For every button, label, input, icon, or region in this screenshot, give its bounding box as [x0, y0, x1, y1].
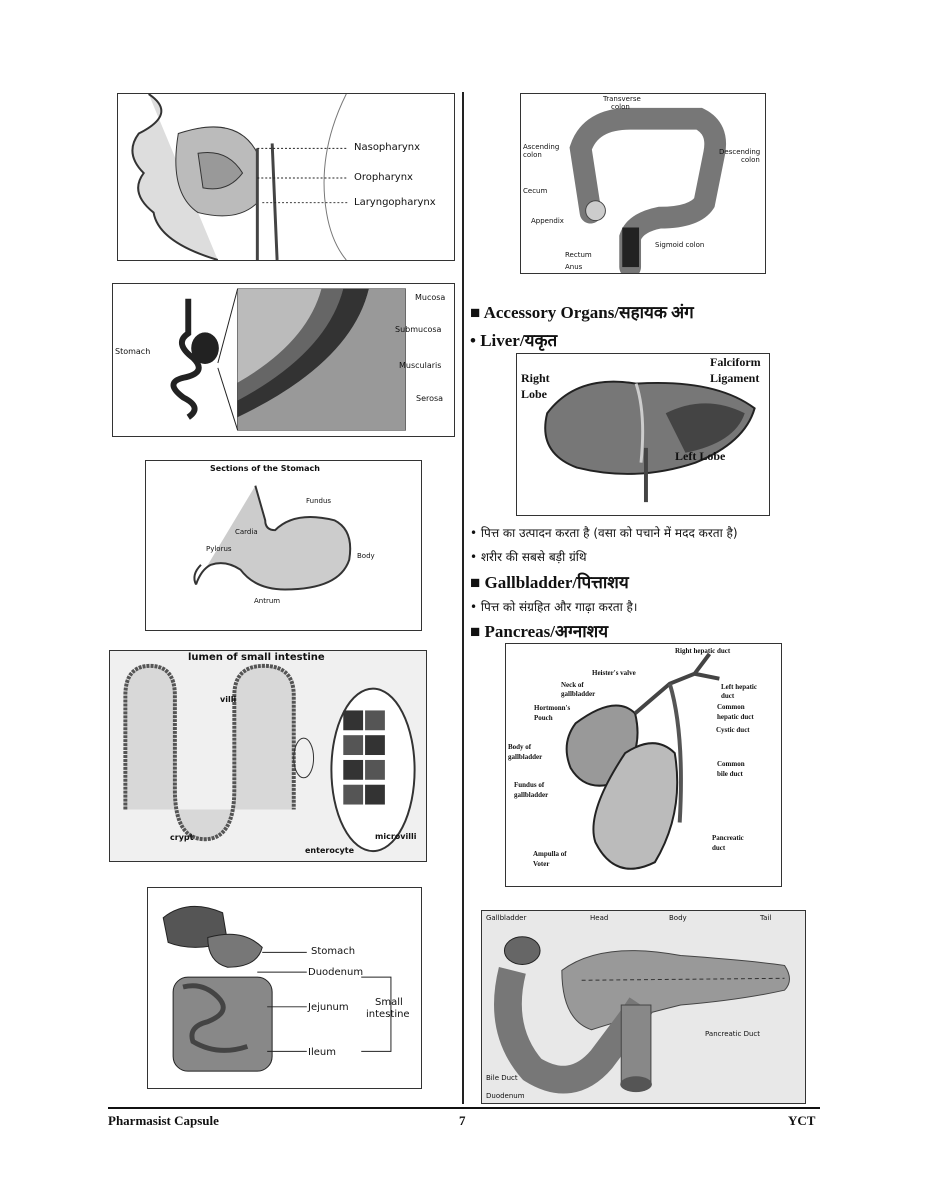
footer-right: YCT	[788, 1113, 816, 1128]
label-muscularis: Muscularis	[399, 361, 442, 370]
label-enterocyte: enterocyte	[305, 846, 355, 855]
label-fundus: Fundus	[306, 497, 332, 505]
stomach-sections-title: Sections of the Stomach	[210, 464, 320, 473]
label-left-lobe: Left Lobe	[675, 449, 726, 463]
liver-bullet-1: • पित्त का उत्पादन करता है (वसा को पचाने…	[470, 526, 738, 540]
liver-heading: • Liver/यकृत	[470, 331, 558, 350]
pharynx-illustration	[131, 94, 349, 260]
label-bile-duct-2: Bile Duct	[486, 1074, 518, 1082]
label-body-2: Body	[669, 914, 687, 922]
stomach-wall-figure: Mucosa Submucosa Muscularis Serosa Stoma…	[112, 283, 455, 437]
label-hepatic-duct: hepatic duct	[717, 713, 754, 721]
label-bile-duct: bile duct	[717, 770, 743, 778]
label-heisters-valve: Heister's valve	[592, 669, 636, 677]
label-cardia: Cardia	[235, 528, 258, 536]
label-body-gallbladder: gallbladder	[508, 753, 543, 761]
label-tail: Tail	[760, 914, 772, 922]
label-fundus-of: Fundus of	[514, 781, 545, 789]
label-transverse: Transverse	[603, 95, 641, 103]
stomach-sections-figure: Sections of the Stomach Fundus Cardia Py…	[145, 460, 422, 631]
label-right: Right	[521, 371, 550, 385]
label-submucosa: Submucosa	[395, 325, 442, 334]
column-divider	[462, 92, 464, 1104]
label-duodenum-2: Duodenum	[486, 1092, 525, 1100]
intestine-figure: lumen of small intestine villi crypt ent…	[109, 650, 427, 862]
label-antrum: Antrum	[254, 597, 281, 605]
label-ampulla-of: Ampulla of	[533, 850, 567, 858]
intestine-illustration	[123, 663, 416, 853]
label-ileum: Ileum	[308, 1047, 336, 1058]
pancreas-figure: Gallbladder Head Body Tail Pancreatic Du…	[481, 910, 806, 1104]
stomach-sections-illustration	[193, 485, 352, 591]
stomach-wall-illustration	[170, 288, 406, 431]
label-pancreatic-duct-2: Pancreatic Duct	[705, 1030, 760, 1038]
label-neck-of: Neck of	[561, 681, 584, 689]
colon-figure: Transverse colon Ascending colon Descend…	[520, 93, 766, 274]
label-lobe: Lobe	[521, 387, 548, 401]
digestive-figure: Stomach Duodenum Jejunum Ileum Small int…	[147, 887, 422, 1089]
label-crypt: crypt	[170, 833, 194, 842]
label-common-2: Common	[717, 760, 745, 768]
label-sigmoid-colon: Sigmoid colon	[655, 241, 705, 249]
label-head: Head	[590, 914, 609, 922]
label-body: Body	[357, 552, 375, 560]
liver-illustration	[544, 380, 756, 503]
label-transverse-colon: colon	[611, 103, 630, 111]
gallbladder-illustration	[565, 652, 720, 870]
footer-left: Pharmasist Capsule	[108, 1113, 219, 1128]
label-cystic-duct: Cystic duct	[716, 726, 750, 734]
label-pancreatic: Pancreatic	[712, 834, 744, 842]
label-jejunum: Jejunum	[308, 1002, 349, 1013]
label-voter: Voter	[533, 860, 550, 868]
pancreas-illustration	[494, 936, 790, 1094]
digestive-illustration	[162, 905, 392, 1072]
label-microvilli: microvilli	[375, 832, 417, 841]
gallbladder-figure: Right hepatic duct Heister's valve Neck …	[505, 643, 782, 887]
label-ascending: Ascending	[523, 143, 560, 151]
label-ascending-colon: colon	[523, 151, 542, 159]
label-descending-colon: colon	[741, 156, 760, 164]
footer-rule	[108, 1107, 820, 1109]
pancreas-heading: ■ Pancreas/अग्नाशय	[470, 622, 609, 641]
label-small: Small	[375, 997, 403, 1008]
label-rectum: Rectum	[565, 251, 592, 259]
label-neck-gallbladder: gallbladder	[561, 690, 596, 698]
label-anus: Anus	[565, 263, 583, 271]
pharynx-figure: Nasopharynx Oropharynx Laryngopharynx	[117, 93, 455, 261]
label-oropharynx: Oropharynx	[354, 172, 413, 183]
label-stomach: Stomach	[115, 347, 151, 356]
gallbladder-bullet-1: • पित्त को संग्रहित और गाढ़ा करता है।	[470, 600, 638, 614]
label-serosa: Serosa	[416, 394, 444, 403]
label-pancreatic-duct: duct	[712, 844, 726, 852]
label-left-hepatic: Left hepatic	[721, 683, 757, 691]
label-gallbladder-2: Gallbladder	[486, 914, 527, 922]
footer-page-number: 7	[459, 1113, 466, 1128]
label-appendix: Appendix	[531, 217, 564, 225]
label-intestine: intestine	[366, 1009, 410, 1020]
liver-bullet-2: • शरीर की सबसे बड़ी ग्रंथि	[470, 550, 587, 564]
label-mucosa: Mucosa	[415, 293, 446, 302]
label-duodenum: Duodenum	[308, 967, 364, 978]
label-common: Common	[717, 703, 745, 711]
label-stomach-2: Stomach	[311, 946, 356, 957]
label-cecum: Cecum	[523, 187, 548, 195]
label-descending: Descending	[719, 148, 761, 156]
liver-figure: Right Lobe Falciform Ligament Left Lobe	[516, 353, 770, 516]
label-laryngopharynx: Laryngopharynx	[354, 197, 436, 208]
gallbladder-heading: ■ Gallbladder/पित्ताशय	[470, 573, 629, 592]
label-falciform: Falciform	[710, 355, 761, 369]
label-fundus-gallbladder: gallbladder	[514, 791, 549, 799]
label-nasopharynx: Nasopharynx	[354, 142, 421, 153]
accessory-organs-heading: ■ Accessory Organs/सहायक अंग	[470, 303, 694, 322]
label-villi: villi	[220, 695, 237, 704]
label-pouch: Pouch	[534, 714, 553, 722]
label-pylorus: Pylorus	[206, 545, 232, 553]
label-body-of: Body of	[508, 743, 532, 751]
intestine-title: lumen of small intestine	[188, 652, 325, 663]
label-hortmonns: Hortmonn's	[534, 704, 571, 712]
label-ligament: Ligament	[710, 371, 760, 385]
label-left-hepatic-duct: duct	[721, 692, 735, 700]
label-right-hepatic-duct: Right hepatic duct	[675, 647, 731, 655]
colon-illustration	[569, 107, 727, 273]
